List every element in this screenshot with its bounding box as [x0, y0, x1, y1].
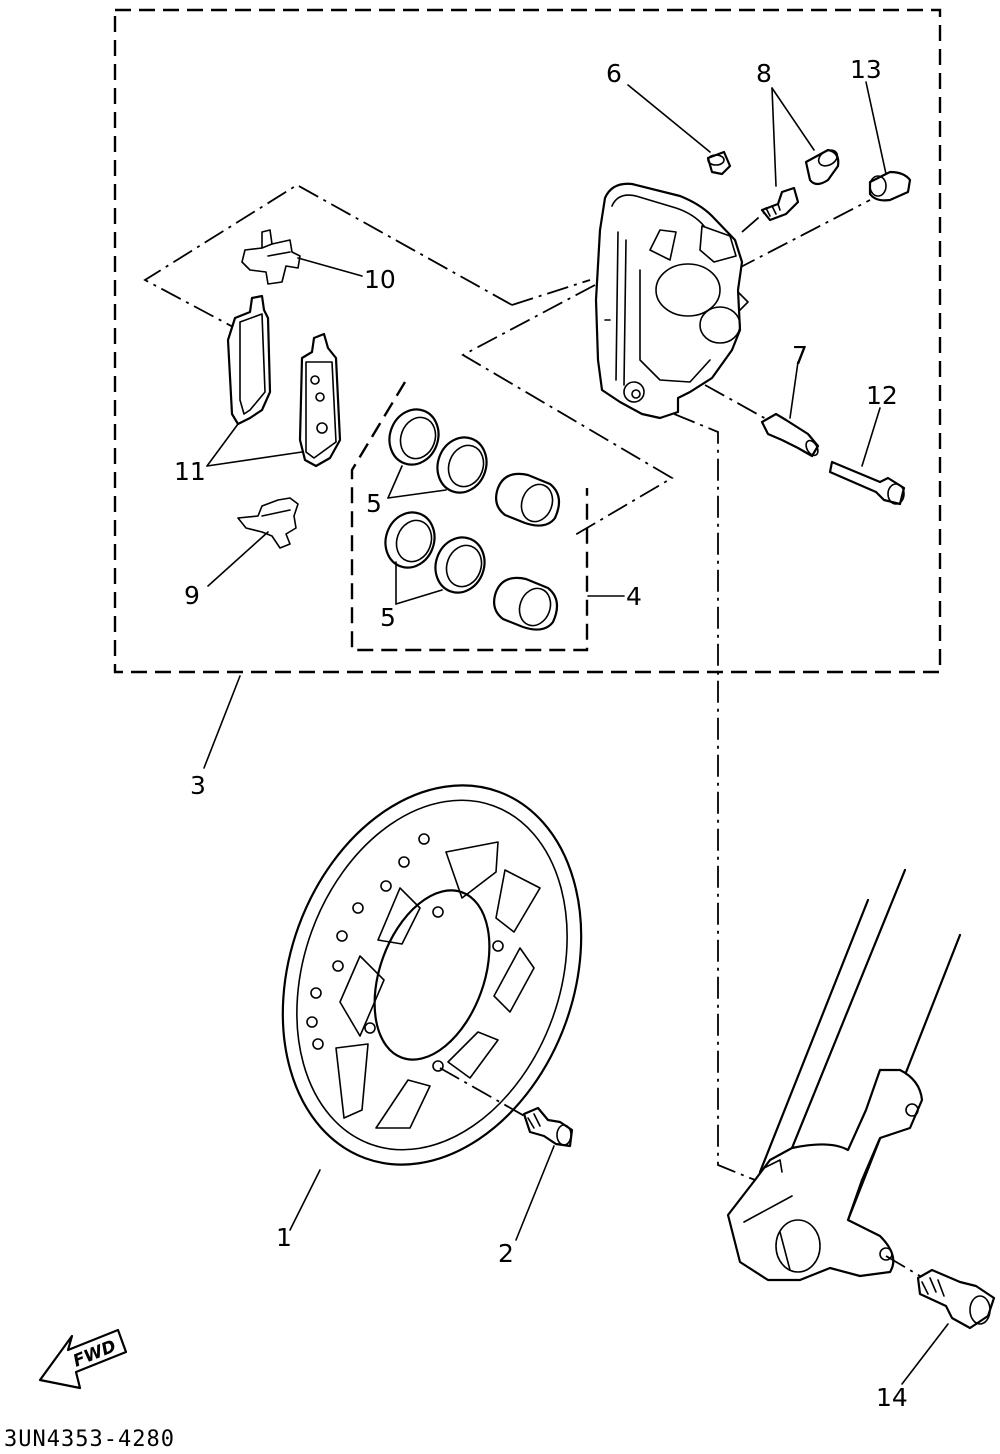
- callout-9: 9: [184, 581, 200, 610]
- axis-13: [734, 199, 871, 271]
- fork-bolt-axis: [885, 1255, 921, 1277]
- piston-lower: [493, 576, 559, 631]
- brake-disc: [281, 784, 583, 1166]
- bleed-screw-8: [760, 186, 800, 222]
- callout-3: 3: [190, 771, 206, 800]
- pad-spring-9: [237, 497, 299, 549]
- axis-8: [741, 211, 766, 233]
- pad-group-link: [511, 279, 591, 306]
- pin-7: [760, 412, 820, 458]
- piston-seal-2: [436, 436, 488, 494]
- fork-bolt-14: [916, 1268, 996, 1330]
- callout-5-lower: 5: [380, 603, 396, 632]
- callout-4: 4: [626, 582, 642, 611]
- callout-7: 7: [792, 341, 808, 370]
- disc-bolt-2: [522, 1106, 574, 1148]
- axis-7: [704, 384, 769, 421]
- caliper-assembly-boundary: [113, 8, 942, 674]
- pad-group-outline: [143, 183, 513, 329]
- callout-11: 11: [174, 457, 206, 486]
- caliper-body: [594, 182, 749, 420]
- callout-1: 1: [276, 1223, 292, 1252]
- callout-8: 8: [756, 59, 772, 88]
- plug-13: [868, 170, 912, 202]
- callout-2: 2: [498, 1239, 514, 1268]
- bleed-cap-8: [804, 148, 840, 186]
- front-fork: [726, 868, 962, 1282]
- piston-upper: [495, 472, 561, 527]
- forward-arrow-icon: FWD: [38, 1328, 128, 1390]
- brake-pad-right: [298, 332, 342, 468]
- piston-seal-3: [384, 511, 436, 569]
- callout-10: 10: [364, 265, 396, 294]
- bolt-12: [828, 460, 906, 506]
- piston-seal-4: [434, 536, 486, 594]
- piston-seal-1: [388, 408, 440, 466]
- callout-leaders: [203, 81, 949, 1385]
- reference-code: 3UN4353-4280: [4, 1427, 175, 1452]
- piston-group-outline: [461, 284, 674, 536]
- callout-12: 12: [866, 381, 898, 410]
- callout-14: 14: [876, 1383, 908, 1412]
- callout-13: 13: [850, 55, 882, 84]
- bleed-cap-6: [706, 150, 732, 176]
- callout-6: 6: [606, 59, 622, 88]
- disc-bolt-axis: [439, 1067, 529, 1119]
- mount-axis-line: [639, 399, 756, 1181]
- pad-spring-10: [241, 229, 301, 285]
- brake-pad-left: [226, 294, 272, 426]
- callout-5-upper: 5: [366, 489, 382, 518]
